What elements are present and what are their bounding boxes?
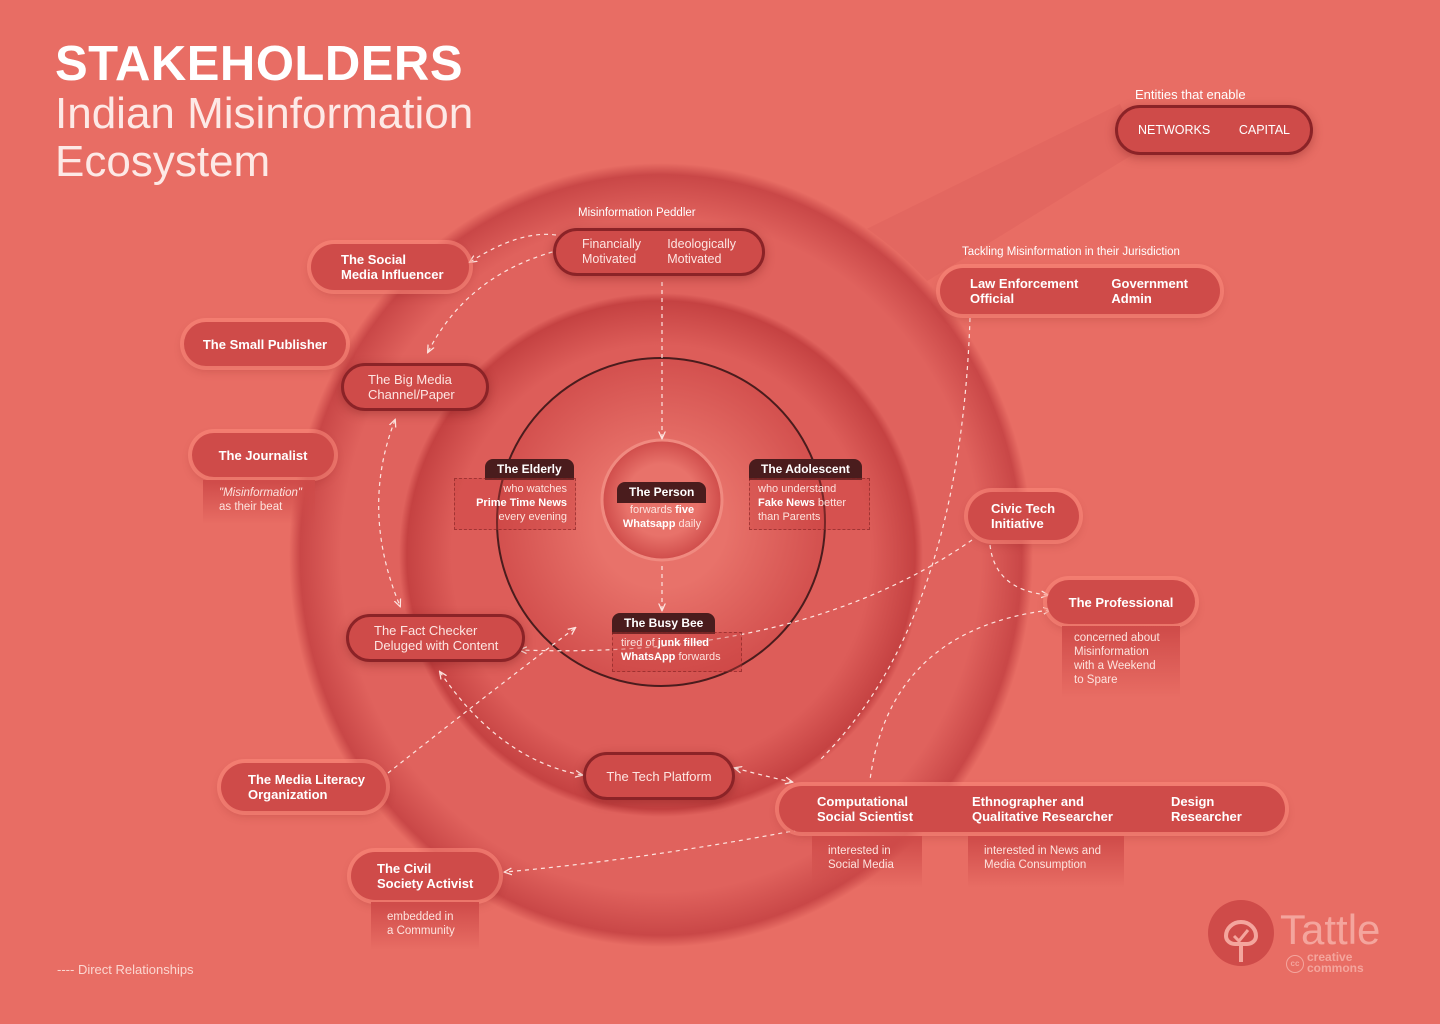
page-title: STAKEHOLDERS [55,37,464,91]
tackling-heading: Tackling Misinformation in their Jurisdi… [962,246,1180,258]
page-subtitle-line2: Ecosystem [55,137,271,186]
person-note: forwards five Whatsapp daily [622,504,702,530]
tech-platform: The Tech Platform [583,752,735,800]
peddler-ideological: Ideologically Motivated [667,237,736,266]
researchers-pill: Computational Social Scientist Ethnograp… [779,786,1285,832]
legend: ---- Direct Relationships [57,962,194,977]
peddler-financial: Financially Motivated [582,237,642,266]
enabler-networks: NETWORKS [1138,122,1211,137]
tattle-logo-icon [1208,900,1274,966]
cc-icon: cc [1286,955,1304,973]
media-literacy-organization: The Media Literacy Organization [221,763,386,811]
social-media-influencer: The Social Media Influencer [311,244,469,290]
government-admin: Government Admin [1111,276,1188,306]
journalist-note: "Misinformation"as their beat [203,480,315,524]
design-researcher: Design Researcher [1171,794,1242,824]
busy-bee-tag: The Busy Bee [612,613,716,634]
civil-society-note: embedded in a Community [371,902,479,950]
law-enforcement-official: Law Enforcement Official [970,276,1079,306]
enabler-capital: CAPITAL [1238,122,1290,137]
elderly-tag: The Elderly [485,459,574,480]
tackling-pill: Law Enforcement Official Government Admi… [940,268,1220,314]
page-subtitle-line1: Indian Misinformation [55,89,474,138]
inner-ring-outline [496,357,826,687]
peddler-heading: Misinformation Peddler [578,207,696,219]
professional-note: concerned about Misinformation with a We… [1062,626,1180,698]
social-scientist-note: interested in Social Media [812,836,922,888]
person-tag: The Person [617,482,707,503]
peddler-pill: Financially Motivated Ideologically Moti… [553,228,765,276]
small-publisher: The Small Publisher [184,322,346,366]
civil-society-activist: The Civil Society Activist [351,852,499,900]
legend-dash: ---- [57,962,75,977]
relationship-lines [378,233,1050,872]
ethnographer-researcher: Ethnographer and Qualitative Researcher [972,794,1113,824]
legend-label: Direct Relationships [77,962,194,977]
computational-social-scientist: Computational Social Scientist [817,794,914,824]
adolescent-tag: The Adolescent [749,459,862,480]
the-professional: The Professional [1047,580,1195,624]
enablers-pill: NETWORKS CAPITAL [1115,105,1313,155]
ethnographer-note: interested in News and Media Consumption [968,836,1124,888]
tattle-wordmark: Tattle [1280,906,1381,953]
big-media-channel: The Big Media Channel/Paper [341,363,489,411]
journalist: The Journalist [192,433,334,477]
enablers-heading: Entities that enable [1135,87,1246,102]
civic-tech-initiative: Civic Tech Initiative [968,492,1079,540]
fact-checker: The Fact Checker Deluged with Content [346,614,525,662]
